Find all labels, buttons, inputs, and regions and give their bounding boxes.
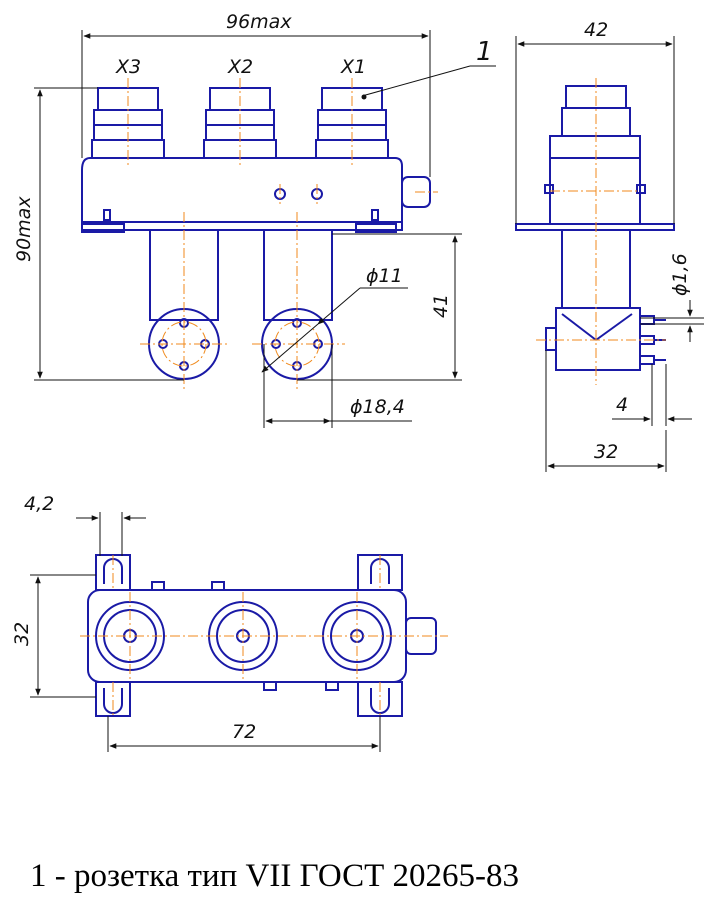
drawing-caption: 1 - розетка тип VII ГОСТ 20265-83	[30, 858, 519, 894]
leader-dot	[361, 94, 367, 100]
front-housing	[81, 157, 403, 231]
dim-width-max: 96max	[226, 11, 292, 33]
dim-pin-offset: 4	[616, 394, 628, 416]
dim-height-max: 90max	[13, 196, 35, 262]
dim-mount-spacing: 72	[232, 721, 256, 743]
plan-dimensions	[30, 512, 381, 752]
dim-socket-dia-small: ϕ11	[366, 265, 403, 287]
plan-centerlines	[80, 555, 448, 716]
label-x1: X1	[340, 56, 366, 78]
dim-side-width: 42	[584, 19, 608, 41]
side-centerlines	[536, 78, 666, 385]
label-x3: X3	[115, 56, 141, 78]
front-dimensions	[34, 30, 496, 428]
dim-side-depth: 32	[594, 441, 618, 463]
front-centerlines	[127, 78, 438, 390]
dim-pin-dia: ϕ1,6	[669, 253, 691, 296]
dim-socket-dia-large: ϕ18,4	[350, 396, 405, 418]
side-dimensions	[515, 36, 704, 472]
leader-number: 1	[476, 37, 493, 67]
dim-slot-width: 4,2	[24, 493, 54, 515]
side-view	[515, 85, 675, 371]
dim-socket-height: 41	[430, 294, 452, 318]
label-x2: X2	[227, 56, 253, 78]
dim-plan-height: 32	[11, 622, 33, 646]
